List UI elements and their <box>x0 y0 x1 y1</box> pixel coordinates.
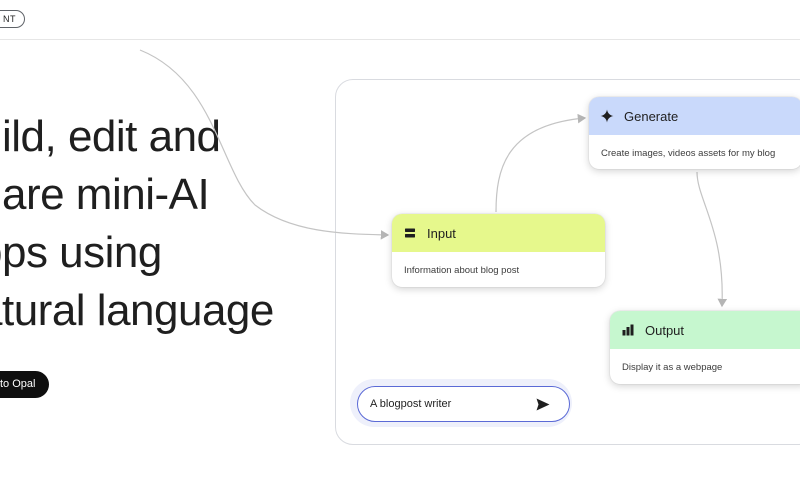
header-divider <box>0 39 800 40</box>
announcement-badge[interactable]: NT <box>0 10 25 28</box>
input-node-title: Input <box>427 225 456 241</box>
send-icon[interactable] <box>533 394 553 414</box>
output-node[interactable]: Output Display it as a webpage <box>610 311 800 384</box>
hero-line-1: uild, edit and <box>0 112 221 161</box>
output-node-description: Display it as a webpage <box>622 362 723 373</box>
hero-line-4: atural language <box>0 286 274 335</box>
input-icon <box>403 226 417 240</box>
sparkle-icon <box>600 109 614 123</box>
prompt-input-text[interactable]: A blogpost writer <box>370 398 452 410</box>
prompt-input[interactable]: A blogpost writer <box>357 386 570 422</box>
hero-line-2: hare mini-AI <box>0 170 210 219</box>
generate-node-description: Create images, videos assets for my blog <box>601 148 776 159</box>
generate-node-header: Generate <box>589 97 800 135</box>
input-node[interactable]: Input Information about blog post <box>392 214 605 287</box>
generate-node-title: Generate <box>624 108 679 124</box>
output-node-header: Output <box>610 311 800 349</box>
hero-headline: uild, edit and hare mini-AI pps using at… <box>0 108 274 340</box>
generate-node[interactable]: Generate Create images, videos assets fo… <box>589 97 800 169</box>
bar-chart-icon <box>621 323 635 337</box>
input-node-header: Input <box>392 214 605 252</box>
input-node-description: Information about blog post <box>404 265 520 276</box>
go-to-opal-button[interactable]: to Opal <box>0 371 50 398</box>
output-node-title: Output <box>645 322 685 338</box>
hero-line-3: pps using <box>0 228 162 277</box>
